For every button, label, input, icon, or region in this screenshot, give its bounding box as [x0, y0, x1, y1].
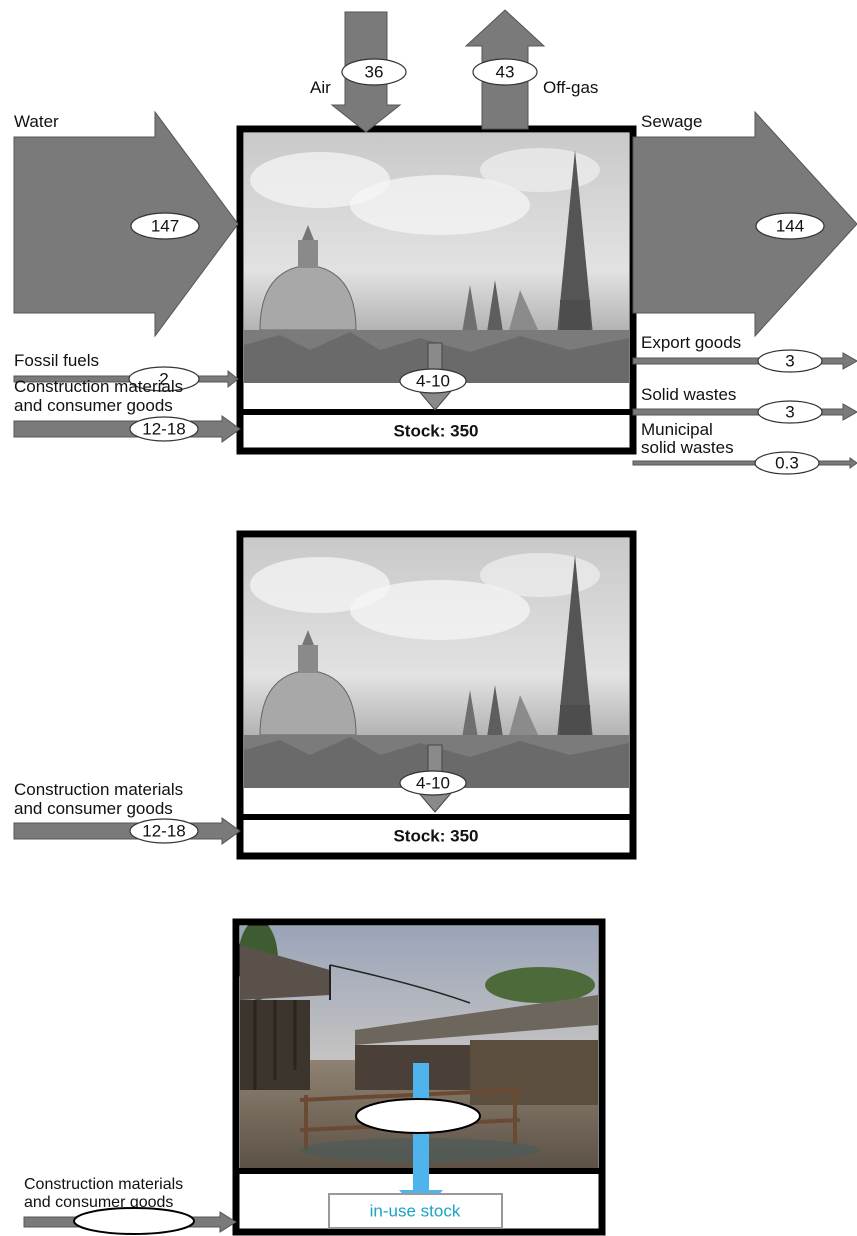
panel-1: Stock: 350 Air 36 43 Off-gas Water 147 S… — [13, 9, 857, 475]
offgas-value: 43 — [496, 63, 515, 82]
solid-wastes-arrow — [632, 403, 857, 421]
stock-in-value-bubble-2 — [399, 770, 467, 796]
solid-wastes-value-bubble — [757, 400, 823, 424]
fossil-value: 2 — [159, 370, 168, 389]
water-label: Water — [14, 112, 59, 131]
construction-inflow-arrow — [13, 415, 241, 443]
construction-label-2-line1: Construction materials — [14, 780, 183, 799]
construction-value-bubble — [129, 416, 199, 442]
municipal-value: 0.3 — [775, 454, 799, 473]
fossil-value-bubble — [128, 366, 200, 392]
construction-label-line2: and consumer goods — [14, 396, 173, 415]
construction-value: 12-18 — [142, 420, 185, 439]
solid-wastes-label: Solid wastes — [641, 385, 736, 404]
sewage-outflow-arrow — [632, 110, 857, 338]
municipal-value-bubble — [754, 451, 820, 475]
stock-in-value: 4-10 — [416, 372, 450, 391]
air-value: 36 — [365, 63, 384, 82]
system-boundary-3 — [232, 918, 606, 1236]
construction-label-2-line2: and consumer goods — [14, 799, 173, 818]
construction-label-line1: Construction materials — [14, 377, 183, 396]
water-value: 147 — [151, 217, 179, 236]
stock-label: Stock: 350 — [393, 422, 478, 441]
offgas-value-bubble — [472, 58, 538, 86]
construction-inflow-arrow-2 — [13, 817, 241, 845]
municipal-label-line2: solid wastes — [641, 438, 734, 457]
sewage-value-bubble — [755, 212, 825, 240]
air-label: Air — [310, 78, 331, 97]
sewage-value: 144 — [776, 217, 804, 236]
municipal-wastes-arrow — [632, 457, 857, 469]
fossil-fuels-label: Fossil fuels — [14, 351, 99, 370]
air-value-bubble — [341, 58, 407, 86]
municipal-label-line1: Municipal — [641, 420, 713, 439]
export-goods-label: Export goods — [641, 333, 741, 352]
in-use-stock-box — [328, 1193, 503, 1229]
stock-box — [246, 415, 627, 447]
export-value-bubble — [757, 349, 823, 373]
export-goods-arrow — [632, 352, 857, 370]
stock-label-2: Stock: 350 — [393, 827, 478, 846]
water-value-bubble — [130, 212, 200, 240]
system-boundary-2 — [236, 530, 637, 860]
construction-value-bubble-3 — [73, 1207, 195, 1235]
construction-label-3-line2: and consumer goods — [24, 1194, 173, 1211]
solid-wastes-value: 3 — [785, 403, 794, 422]
stock-in-value-bubble-3 — [355, 1098, 481, 1134]
construction-label-3-line1: Construction materials — [24, 1176, 183, 1193]
fossil-fuels-arrow — [13, 369, 239, 389]
stock-in-value-2: 4-10 — [416, 774, 450, 793]
in-use-stock-arrow — [399, 1063, 443, 1214]
stock-box-2 — [246, 820, 627, 852]
construction-value-2: 12-18 — [142, 822, 185, 841]
offgas-label: Off-gas — [543, 78, 598, 97]
export-value: 3 — [785, 352, 794, 371]
in-use-stock-label: in-use stock — [370, 1202, 461, 1221]
water-inflow-arrow — [13, 110, 239, 338]
stock-in-value-bubble — [399, 368, 467, 394]
panel-3: in-use stock Construction materials and … — [23, 918, 606, 1236]
panel-2: Stock: 350 Construction materials and co… — [13, 530, 637, 860]
sewage-label: Sewage — [641, 112, 702, 131]
construction-value-bubble-2 — [129, 818, 199, 844]
